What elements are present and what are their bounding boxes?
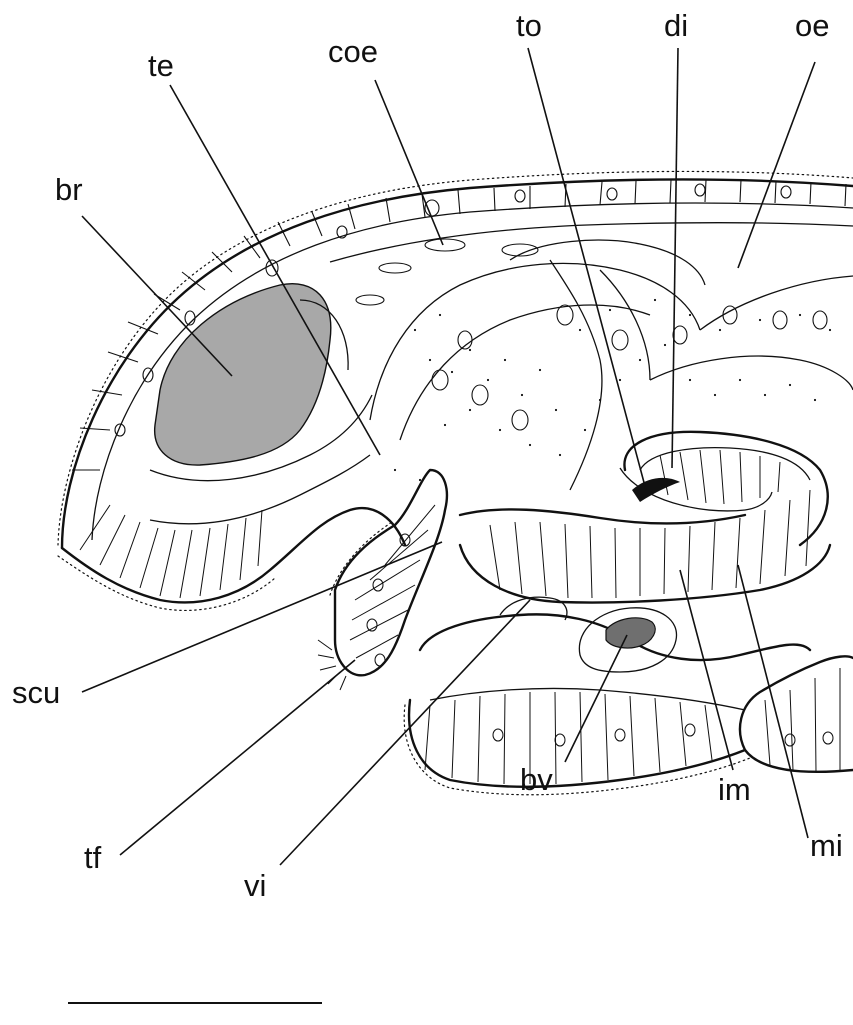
label-vi: vi <box>244 868 266 903</box>
label-bv: bv <box>520 762 553 797</box>
label-scu: scu <box>12 675 60 710</box>
leader-bv <box>565 635 627 762</box>
label-tf: tf <box>84 840 102 875</box>
leader-to <box>528 48 646 490</box>
leader-vi <box>280 600 530 865</box>
bv-region <box>606 618 655 648</box>
label-mi: mi <box>810 828 843 863</box>
ventral-radial-lines <box>425 692 712 784</box>
leader-scu <box>82 542 442 692</box>
label-di: di <box>664 8 688 43</box>
leader-tf <box>120 660 355 855</box>
leader-di <box>672 48 678 468</box>
label-im: im <box>718 772 751 807</box>
leader-br <box>82 216 232 376</box>
label-coe: coe <box>328 34 378 69</box>
leader-im <box>680 570 733 770</box>
label-br: br <box>55 172 83 207</box>
label-oe: oe <box>795 8 829 43</box>
leader-oe <box>738 62 815 268</box>
tissue-section <box>58 171 853 794</box>
gland-stipple <box>394 299 831 481</box>
labels: te coe to di oe br scu tf vi bv im mi <box>12 8 843 903</box>
foot-cells <box>350 505 435 666</box>
br-region <box>155 284 331 465</box>
label-to: to <box>516 8 542 43</box>
label-te: te <box>148 48 174 83</box>
